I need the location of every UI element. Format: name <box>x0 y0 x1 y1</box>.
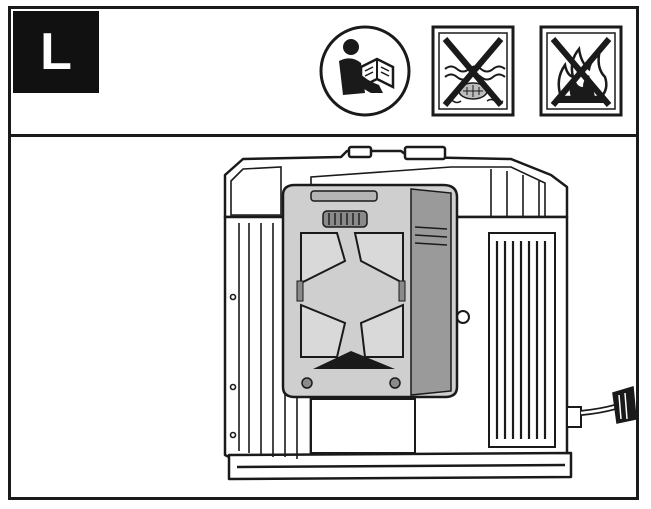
label-panel <box>310 398 416 454</box>
step-letter-badge: L <box>13 11 99 93</box>
no-water-immersion-icon <box>431 25 515 117</box>
charger-illustration <box>223 145 636 481</box>
read-manual-icon <box>319 25 411 117</box>
instruction-frame: L <box>8 6 639 500</box>
power-cord <box>566 386 636 428</box>
vent-grille <box>488 232 556 448</box>
no-fire-icon <box>539 25 623 117</box>
status-indicator <box>456 310 470 324</box>
instruction-header: L <box>11 9 636 137</box>
battery-pack <box>281 183 459 399</box>
